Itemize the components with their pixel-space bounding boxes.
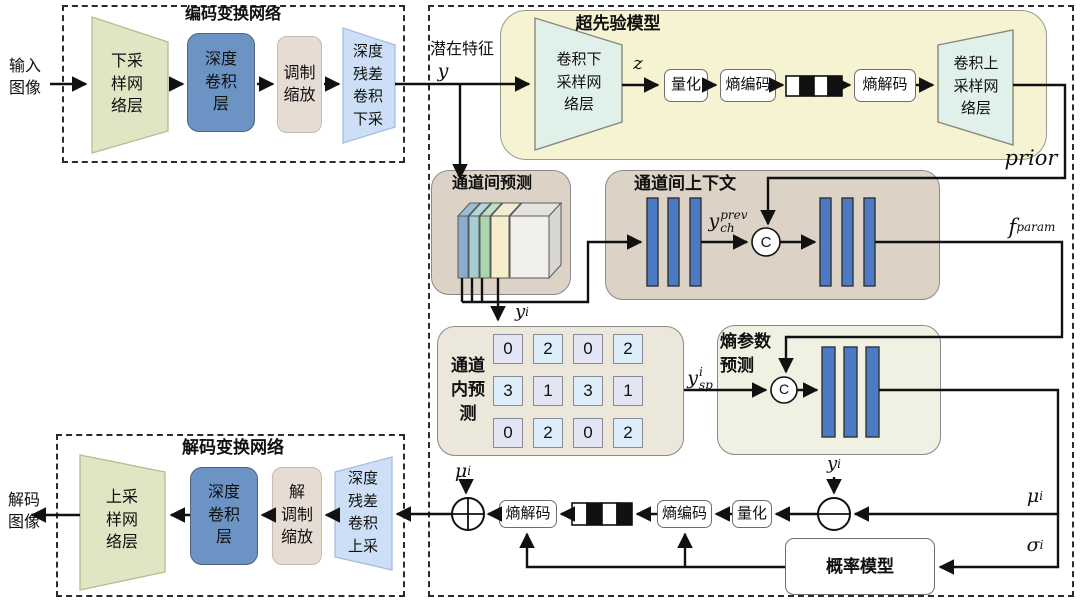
- quantize-label: 量化: [736, 504, 767, 522]
- latent-feature-label: 潜在特征: [429, 40, 494, 58]
- grid-cell: 2: [613, 418, 643, 448]
- decoder-demod-block: [272, 467, 322, 565]
- z-symbol: z: [633, 53, 643, 74]
- hp-quantize-box: [664, 69, 708, 102]
- hp-convup-label: 卷积上 采样网 络层: [953, 55, 999, 118]
- encoder-resdown-label: 深度 残差 卷积 下采: [352, 43, 383, 128]
- encoder-modscale-label: 调制 缩放: [283, 64, 316, 104]
- inter-pred-title: 通道间预测: [451, 174, 532, 192]
- inter-ctx-title: 通道间上下文: [634, 174, 736, 194]
- hp-entropy-decode-label: 熵解码: [862, 76, 908, 94]
- grid-cell: 3: [573, 376, 603, 406]
- entropy-encode-box: [657, 500, 712, 528]
- y-sp-label: y i sp: [687, 365, 713, 392]
- prior-label: prior: [1004, 145, 1058, 170]
- decoder-depthconv-block: [190, 467, 258, 565]
- decoder-depthconv-label: 深度 卷积 层: [207, 484, 240, 547]
- hp-entropy-encode-label: 熵编码: [725, 76, 771, 94]
- entropy-param-title: 熵参数 预测: [720, 332, 771, 375]
- grid-cell: 1: [613, 376, 643, 406]
- hyperprior-title: 超先验模型: [575, 14, 661, 34]
- decoder-title: 解码变换网络: [182, 438, 284, 458]
- concat-symbol-2: C: [778, 381, 790, 398]
- grid-cell: 2: [613, 334, 643, 364]
- grid-cell: 0: [573, 418, 603, 448]
- entropy-encode-label: 熵编码: [661, 504, 707, 522]
- encoder-modscale-block: [277, 36, 322, 133]
- encoder-title: 编码变换网络: [184, 5, 281, 23]
- grid-cell: 1: [533, 376, 563, 406]
- grid-cell: 2: [533, 334, 563, 364]
- decoder-upsample-label: 上采 样网 络层: [105, 489, 138, 552]
- hp-entropy-encode-box: [720, 69, 776, 102]
- grid-cell: 0: [573, 334, 603, 364]
- input-image-label: 输入 图像: [8, 57, 41, 97]
- grid-cell: 0: [493, 334, 523, 364]
- concat-symbol-1: C: [760, 233, 772, 251]
- decoder-demod-label: 解 调制 缩放: [280, 484, 313, 547]
- encoder-depthconv-label: 深度 卷积 层: [204, 51, 237, 114]
- grid-cell: 3: [493, 376, 523, 406]
- grid-cell: 2: [533, 418, 563, 448]
- probability-model-label: 概率模型: [826, 556, 894, 576]
- entropy-model-dashed-box: [428, 5, 1074, 597]
- y-ch-prev-label: y prev ch: [708, 208, 748, 235]
- decoded-image-label: 解码 图像: [7, 491, 40, 531]
- encoder-depthconv-block: [187, 33, 255, 132]
- grid-cell: 0: [493, 418, 523, 448]
- entropy-decode-box: [499, 500, 557, 528]
- hp-quantize-label: 量化: [670, 76, 701, 94]
- decoder-resup-label: 深度 残差 卷积 上采: [347, 470, 378, 555]
- quantize-box: [732, 500, 772, 528]
- entropy-decode-label: 熵解码: [505, 504, 551, 522]
- intra-pred-title: 通道 内预 测: [451, 356, 485, 423]
- latent-y-symbol: y: [437, 59, 449, 82]
- encoder-downsample-label: 下采 样网 络层: [110, 53, 143, 116]
- hp-convdown-label: 卷积下 采样网 络层: [556, 51, 602, 114]
